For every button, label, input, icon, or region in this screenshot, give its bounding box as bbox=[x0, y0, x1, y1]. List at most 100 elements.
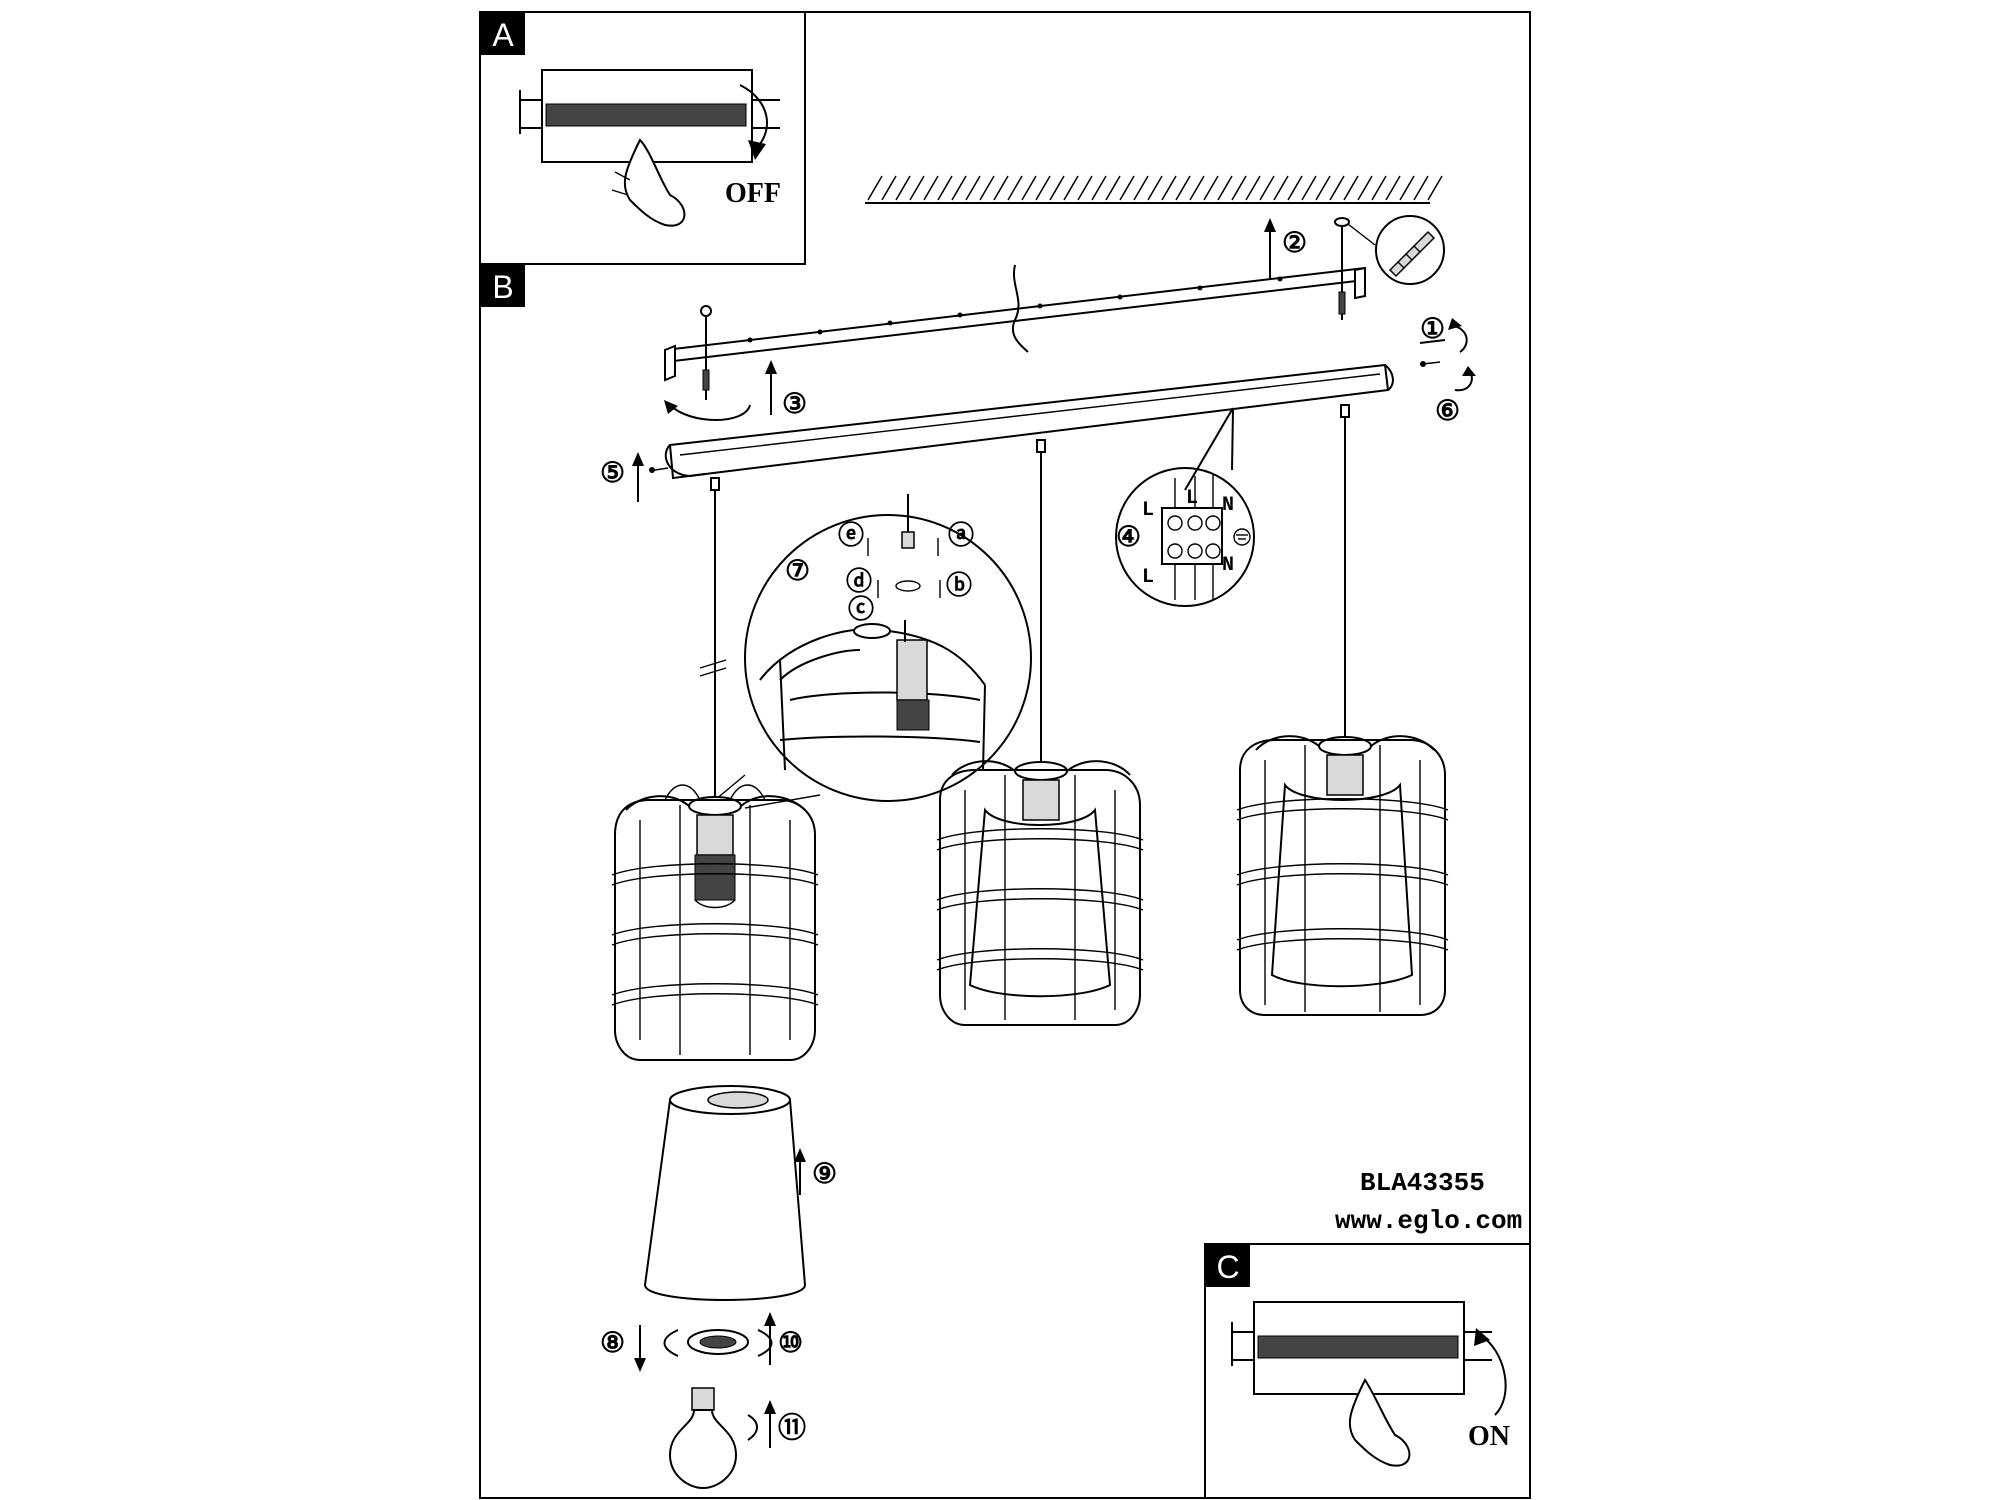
rotate-screw-arrow bbox=[669, 404, 751, 421]
ceiling-hatch-line bbox=[1287, 175, 1303, 201]
step-3-label: ③ bbox=[782, 389, 807, 420]
arrow-up-11 bbox=[764, 1400, 776, 1448]
hand-icon bbox=[611, 138, 686, 227]
panel-a-letter-box bbox=[481, 13, 525, 55]
ceiling-hatch-line bbox=[1077, 175, 1093, 201]
part-d-label: ⓓ bbox=[846, 566, 872, 596]
ceiling-hatch-line bbox=[1357, 175, 1373, 201]
panel-a-state-label: OFF bbox=[725, 178, 781, 209]
ceiling-hatch-line bbox=[1259, 175, 1275, 201]
step-1-label: ① bbox=[1420, 314, 1445, 345]
canopy-rail bbox=[664, 363, 1394, 480]
panel-c-frame bbox=[1204, 1243, 1531, 1499]
website: www.eglo.com bbox=[1335, 1206, 1522, 1236]
ceiling-hatch-line bbox=[1021, 175, 1037, 201]
breaker-panel-on bbox=[1231, 1301, 1492, 1395]
ceiling-hatch-line bbox=[1189, 175, 1205, 201]
arrow-up-10 bbox=[764, 1312, 776, 1365]
ceiling-hatch-line bbox=[1147, 175, 1163, 201]
step-9-label: ⑨ bbox=[812, 1159, 837, 1190]
ceiling-hatch-line bbox=[1217, 175, 1233, 201]
panel-b-letter: B bbox=[492, 269, 513, 305]
rotate-arrow-10 bbox=[757, 1329, 773, 1357]
ceiling-hatch-line bbox=[1161, 175, 1177, 201]
ceiling-hatch-line bbox=[979, 175, 995, 201]
screw-right bbox=[1334, 217, 1350, 320]
step-11-label: ⑪ bbox=[778, 1411, 806, 1444]
shade-ring bbox=[687, 1329, 749, 1355]
part-b-label: ⓑ bbox=[946, 570, 972, 600]
step-6-label: ⑥ bbox=[1435, 396, 1460, 427]
step-7-label: ⑦ bbox=[785, 556, 810, 587]
ceiling-hatch-line bbox=[1399, 175, 1415, 201]
hand-icon-c bbox=[1348, 1378, 1411, 1467]
ceiling-hatch-line bbox=[881, 175, 897, 201]
breaker-panel-off bbox=[519, 69, 780, 163]
ceiling-hatch-line bbox=[1049, 175, 1065, 201]
arrow-up-9 bbox=[794, 1148, 806, 1195]
arrow-up-5 bbox=[632, 452, 644, 502]
panel-a-letter: A bbox=[492, 17, 514, 53]
step-4-label: ④ bbox=[1116, 522, 1141, 553]
ceiling-hatch-line bbox=[909, 175, 925, 201]
ceiling bbox=[865, 175, 1443, 204]
ceiling-hatch-line bbox=[1119, 175, 1135, 201]
earth-icon bbox=[1233, 528, 1251, 546]
ceiling-hatch-line bbox=[1273, 175, 1289, 201]
ceiling-hatch-line bbox=[1427, 175, 1443, 201]
ceiling-hatch-line bbox=[1315, 175, 1331, 201]
rotate-arrow-11 bbox=[747, 1414, 758, 1441]
ceiling-hatch-line bbox=[1203, 175, 1219, 201]
part-c-label: ⓒ bbox=[848, 594, 874, 624]
panel-c-letter: C bbox=[1216, 1249, 1239, 1285]
panel-c: C ON bbox=[1206, 1245, 1510, 1467]
cage-lamp-middle bbox=[936, 760, 1144, 1026]
cage-lamp-left bbox=[611, 784, 819, 1061]
arrow-up-3 bbox=[765, 360, 777, 415]
model-number: BLA43355 bbox=[1360, 1168, 1485, 1198]
arrow-up-2 bbox=[1264, 218, 1276, 280]
terminal-label-n-bottom: N bbox=[1222, 554, 1234, 577]
ceiling-hatch-line bbox=[1175, 175, 1191, 201]
rotate-arrow-8 bbox=[663, 1329, 679, 1357]
side-screw-right bbox=[1419, 339, 1446, 367]
fabric-shade bbox=[643, 1085, 807, 1301]
light-bulb bbox=[668, 1387, 738, 1490]
terminal-label-n-top: N bbox=[1222, 494, 1234, 517]
ceiling-hatch-line bbox=[1343, 175, 1359, 201]
terminal-label-l-bottom: L bbox=[1142, 566, 1154, 589]
rotate-arrow-1 bbox=[1451, 324, 1468, 353]
ceiling-hatch-line bbox=[1413, 175, 1429, 201]
part-a-label: ⓐ bbox=[948, 520, 974, 550]
ceiling-hatch-line bbox=[1385, 175, 1401, 201]
panel-b-letter-box bbox=[481, 265, 525, 307]
ceiling-hatch-line bbox=[1231, 175, 1247, 201]
panel-b: B bbox=[481, 175, 1522, 1490]
step-8-label: ⑧ bbox=[600, 1328, 625, 1359]
terminal-label-l-top: L bbox=[1142, 499, 1154, 522]
supply-cable bbox=[1011, 264, 1029, 353]
suspension-cable-middle bbox=[1036, 439, 1046, 765]
ceiling-hatch-line bbox=[895, 175, 911, 201]
suspension-cable-left bbox=[699, 477, 727, 800]
suspension-cable-right bbox=[1340, 404, 1350, 740]
arrow-down-8 bbox=[634, 1325, 646, 1372]
ceiling-hatch-line bbox=[1105, 175, 1121, 201]
step-10-label: ⑩ bbox=[778, 1328, 803, 1359]
socket-detail: ⑦ ⓔ ⓐ ⓓ ⓑ ⓒ bbox=[714, 494, 1032, 809]
panel-a-frame bbox=[479, 11, 806, 265]
panel-c-letter-box bbox=[1206, 1245, 1250, 1287]
ceiling-hatch-line bbox=[1035, 175, 1051, 201]
terminal-label-l-top-2: L bbox=[1186, 487, 1198, 510]
ceiling-hatch-line bbox=[951, 175, 967, 201]
ceiling-hatch-line bbox=[965, 175, 981, 201]
ceiling-hatch-line bbox=[1371, 175, 1387, 201]
cage-lamp-right bbox=[1236, 735, 1449, 1016]
ceiling-hatch-line bbox=[993, 175, 1009, 201]
ceiling-hatch-line bbox=[1007, 175, 1023, 201]
ceiling-hatch-line bbox=[1245, 175, 1261, 201]
ceiling-hatch-line bbox=[937, 175, 953, 201]
ceiling-hatch-line bbox=[1329, 175, 1345, 201]
ceiling-hatch-line bbox=[867, 175, 883, 201]
